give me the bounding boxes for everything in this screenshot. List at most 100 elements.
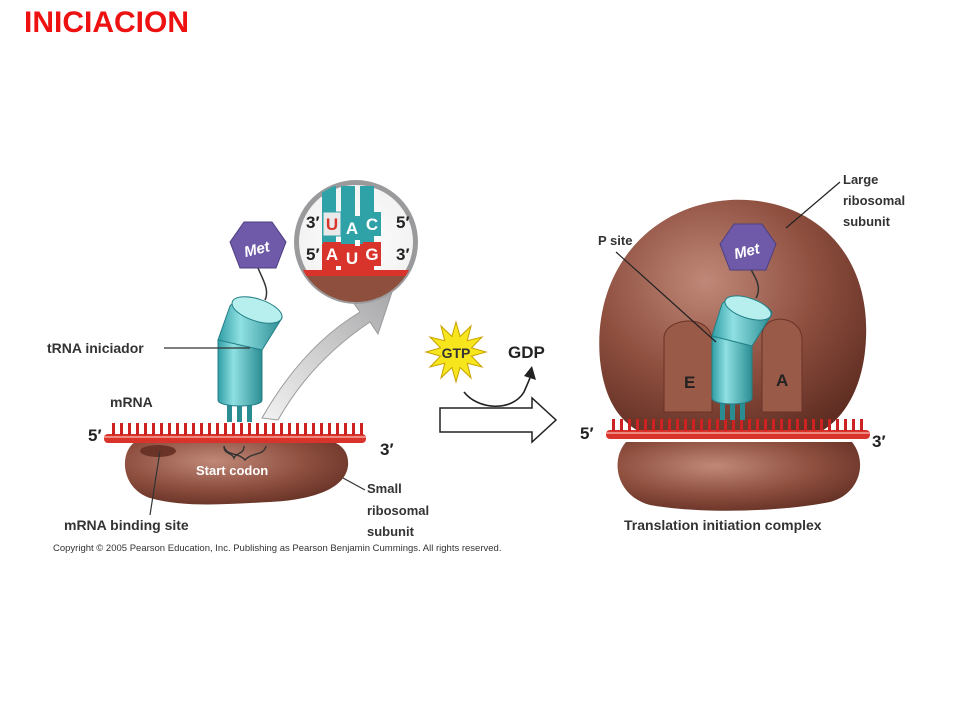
- mrna-base-tick: [716, 419, 719, 431]
- gtp-to-gdp-arrow: [463, 377, 531, 407]
- mrna-base-tick: [828, 419, 831, 431]
- mrna-base-tick: [112, 423, 115, 435]
- mrna-base-tick: [232, 423, 235, 435]
- mrna-base-tick: [128, 423, 131, 435]
- mrna-base-tick: [184, 423, 187, 435]
- mrna-base-tick: [772, 419, 775, 431]
- reaction-arrow: [439, 396, 558, 444]
- mrna-base-tick: [684, 419, 687, 431]
- mrna-base-tick: [804, 419, 807, 431]
- zoom-3prime-bottom: 3′: [396, 245, 410, 264]
- mrna-base-tick: [740, 419, 743, 431]
- e-site: [663, 320, 713, 413]
- mrna-base-tick: [288, 423, 291, 435]
- mrna-base-tick: [644, 419, 647, 431]
- initiator-trna: [217, 296, 283, 422]
- small-subunit-line1: Small: [367, 481, 402, 496]
- mrna-base-tick: [732, 419, 735, 431]
- mrna-base-tick: [216, 423, 219, 435]
- codon-base-1: A: [326, 245, 338, 264]
- initiator-trna-right: [711, 295, 773, 420]
- mrna-base-tick: [280, 423, 283, 435]
- mrna-base-tick: [152, 423, 155, 435]
- mrna-base-tick: [240, 423, 243, 435]
- mrna-base-tick: [700, 419, 703, 431]
- five-prime-left: 5′: [88, 426, 102, 445]
- mrna-base-tick: [328, 423, 331, 435]
- five-prime-right: 5′: [580, 424, 594, 443]
- mrna-binding-site: [140, 445, 176, 457]
- mrna-strand-right: [606, 430, 870, 439]
- zoom-5prime-top: 5′: [396, 213, 410, 232]
- small-subunit-right: [617, 442, 861, 511]
- mrna-base-tick: [636, 419, 639, 431]
- met-label-right: Met: [732, 240, 762, 263]
- mrna-base-tick: [272, 423, 275, 435]
- mrna-base-tick: [168, 423, 171, 435]
- mrna-base-tick: [660, 419, 663, 431]
- start-codon-label: Start codon: [196, 463, 268, 478]
- three-prime-left: 3′: [380, 440, 394, 459]
- mrna-base-tick: [248, 423, 251, 435]
- three-prime-right: 3′: [872, 432, 886, 451]
- trna-iniciador-label: tRNA iniciador: [47, 340, 144, 356]
- mrna-base-tick: [304, 423, 307, 435]
- zoom-arrow: [261, 291, 393, 421]
- mrna-base-tick: [748, 419, 751, 431]
- mrna-base-tick: [692, 419, 695, 431]
- mrna-base-tick: [676, 419, 679, 431]
- mrna-base-tick: [796, 419, 799, 431]
- mrna-base-tick: [264, 423, 267, 435]
- mrna-base-tick: [668, 419, 671, 431]
- small-ribosomal-subunit: [124, 437, 349, 505]
- p-site-label: P site: [598, 233, 632, 248]
- mrna-base-tick: [224, 423, 227, 435]
- mrna-base-tick: [208, 423, 211, 435]
- initiation-complex-caption: Translation initiation complex: [624, 517, 822, 533]
- mrna-base-tick: [812, 419, 815, 431]
- mrna-bases-left: [112, 423, 363, 435]
- mrna-base-tick: [256, 423, 259, 435]
- anticodon-base-3: C: [366, 215, 378, 234]
- large-subunit-line1: Large: [843, 172, 878, 187]
- mrna-base-tick: [788, 419, 791, 431]
- mrna-base-tick: [144, 423, 147, 435]
- small-subunit-line2: ribosomal: [367, 503, 429, 518]
- anticodon-base-1: U: [326, 215, 338, 234]
- mrna-base-tick: [352, 423, 355, 435]
- mrna-base-tick: [320, 423, 323, 435]
- copyright-text: Copyright © 2005 Pearson Education, Inc.…: [53, 543, 501, 554]
- mrna-base-tick: [336, 423, 339, 435]
- mrna-base-tick: [820, 419, 823, 431]
- gtp-star: [424, 320, 488, 384]
- mrna-base-tick: [160, 423, 163, 435]
- slide-title: INICIACION: [24, 6, 189, 39]
- mrna-base-tick: [296, 423, 299, 435]
- met-label-left: Met: [242, 238, 272, 261]
- mrna-base-tick: [628, 419, 631, 431]
- mrna-base-tick: [360, 423, 363, 435]
- mrna-bases-right: [612, 419, 863, 431]
- mrna-base-tick: [120, 423, 123, 435]
- gdp-label: GDP: [508, 343, 545, 362]
- mrna-base-tick: [200, 423, 203, 435]
- mrna-base-tick: [652, 419, 655, 431]
- large-subunit-line3: subunit: [843, 214, 891, 229]
- met-hexagon-left: [229, 221, 287, 269]
- codon-base-3: G: [365, 245, 378, 264]
- a-site: [761, 318, 803, 413]
- mrna-base-tick: [312, 423, 315, 435]
- e-site-label: E: [684, 373, 695, 392]
- zoom-5prime-bottom: 5′: [306, 245, 320, 264]
- mrna-base-tick: [860, 419, 863, 431]
- mrna-base-tick: [836, 419, 839, 431]
- mrna-base-tick: [764, 419, 767, 431]
- mrna-base-tick: [852, 419, 855, 431]
- zoom-3prime-top: 3′: [306, 213, 320, 232]
- codon-tiles: [323, 242, 381, 270]
- codon-base-2: U: [346, 249, 358, 268]
- mrna-base-tick: [192, 423, 195, 435]
- large-subunit-line2: ribosomal: [843, 193, 905, 208]
- mrna-binding-site-label: mRNA binding site: [64, 517, 189, 533]
